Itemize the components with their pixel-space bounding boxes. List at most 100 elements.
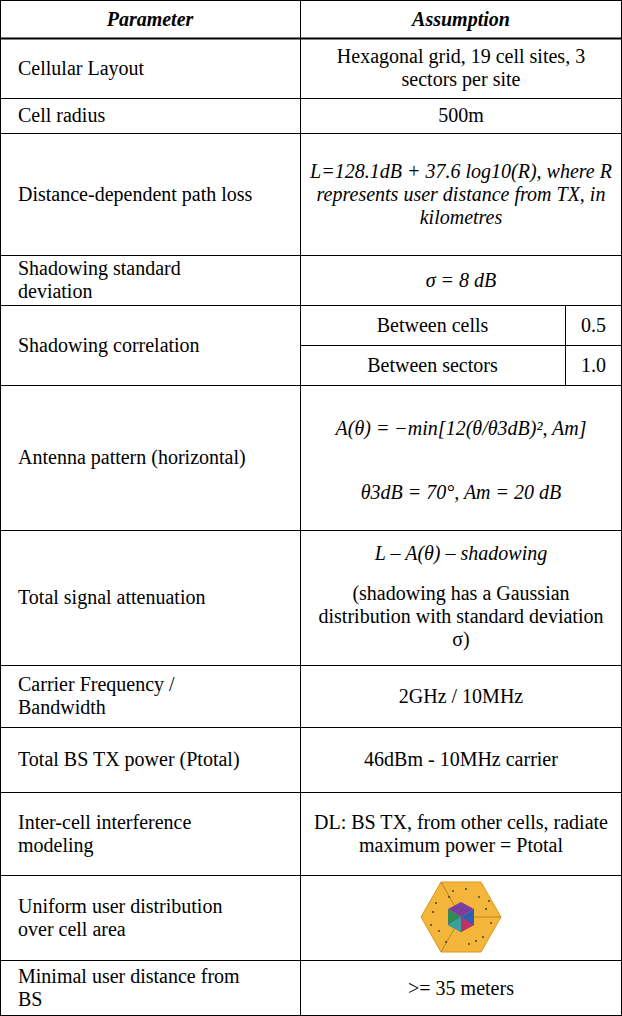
cell-text: Shadowing standard deviation — [18, 257, 258, 303]
cell-text: L – A(θ) – shadowing — [375, 542, 547, 565]
cell-text: (shadowing has a Gaussian distribution w… — [310, 582, 612, 651]
user-dot — [482, 936, 484, 938]
column-line — [300, 0, 301, 1016]
table-cell: Distance-dependent path loss — [0, 133, 300, 255]
row-line — [0, 305, 622, 306]
table-cell: L – A(θ) – shadowing — [300, 535, 622, 571]
cell-text: 1.0 — [581, 354, 606, 377]
cell-hexagon — [421, 882, 501, 952]
table-cell: Parameter — [0, 0, 300, 38]
user-dot — [490, 922, 492, 924]
user-dot — [448, 896, 450, 898]
column-header: Parameter — [107, 8, 194, 31]
table-cell: Uniform user distribution over cell area — [0, 875, 300, 960]
sector-lines — [441, 882, 501, 952]
table-cell: Total signal attenuation — [0, 530, 300, 665]
cell-text: >= 35 meters — [408, 977, 514, 1000]
cell-text: Uniform user distribution over cell area — [18, 895, 258, 941]
cell-text: Shadowing correlation — [18, 334, 200, 357]
table-cell: Hexagonal grid, 19 cell sites, 3 sectors… — [300, 38, 622, 98]
table-cell: 46dBm - 10MHz carrier — [300, 727, 622, 792]
row-line — [0, 960, 622, 961]
table-cell: L=128.1dB + 37.6 log10(R), where R repre… — [300, 133, 622, 255]
table-cell: >= 35 meters — [300, 960, 622, 1016]
cell-text: θ3dB = 70°, Am = 20 dB — [361, 481, 562, 504]
sector-blue — [448, 909, 474, 932]
table-cell: 0.5 — [565, 305, 622, 345]
row-line — [0, 255, 622, 256]
table-cell: A(θ) = −min[12(θ/θ3dB)², Am] — [300, 392, 622, 464]
table-cell: Total BS TX power (Ptotal) — [0, 727, 300, 792]
cell-text: Minimal user distance from BS — [18, 965, 258, 1011]
cell-text: 46dBm - 10MHz carrier — [364, 748, 558, 771]
table-cell: 500m — [300, 98, 622, 133]
row-line — [0, 727, 622, 728]
table-cell: σ = 8 dB — [300, 255, 622, 305]
cell-text: Between sectors — [367, 354, 498, 377]
user-dot — [468, 943, 470, 945]
user-dot — [465, 888, 467, 890]
row-line — [0, 98, 622, 99]
cell-text: Cell radius — [18, 104, 105, 127]
row-line — [0, 385, 622, 386]
cell-text: 2GHz / 10MHz — [399, 685, 523, 708]
cell-text: A(θ) = −min[12(θ/θ3dB)², Am] — [336, 417, 587, 440]
header-line — [0, 38, 622, 40]
sector-teal — [448, 917, 461, 932]
cell-text: Antenna pattern (horizontal) — [18, 446, 246, 469]
row-line — [0, 530, 622, 531]
column-header: Assumption — [412, 8, 510, 31]
sector-magenta — [461, 917, 474, 932]
subcolumn-line — [565, 305, 566, 385]
row-line — [0, 792, 622, 793]
table-cell: Assumption — [300, 0, 622, 38]
cell-text: Total BS TX power (Ptotal) — [18, 748, 240, 771]
user-dots — [430, 888, 492, 945]
user-dot — [452, 890, 454, 892]
user-dot — [478, 896, 480, 898]
cell-text: Hexagonal grid, 19 cell sites, 3 sectors… — [310, 45, 612, 91]
table-cell: Shadowing correlation — [0, 305, 300, 385]
row-line — [0, 133, 622, 134]
table-cell: 2GHz / 10MHz — [300, 665, 622, 727]
subrow-line — [300, 345, 622, 346]
user-dot — [430, 924, 432, 926]
table-cell: Minimal user distance from BS — [0, 960, 300, 1016]
cell-text: Total signal attenuation — [18, 586, 205, 609]
user-dot — [435, 902, 437, 904]
cell-text: σ = 8 dB — [426, 269, 497, 292]
user-dot — [438, 930, 440, 932]
table-cell: DL: BS TX, from other cells, radiate max… — [300, 792, 622, 875]
cell-text: Cellular Layout — [18, 57, 144, 80]
table-cell: θ3dB = 70°, Am = 20 dB — [300, 464, 622, 520]
user-dot — [485, 908, 487, 910]
table-cell: Between cells — [300, 305, 565, 345]
table-cell: Antenna pattern (horizontal) — [0, 385, 300, 530]
cell-text: 0.5 — [581, 314, 606, 337]
row-line — [0, 875, 622, 876]
cell-text: Between cells — [377, 314, 489, 337]
user-dot — [445, 941, 447, 943]
cell-text: Carrier Frequency / Bandwidth — [18, 673, 258, 719]
table-cell: Cell radius — [0, 98, 300, 133]
table-cell: Inter-cell interference modeling — [0, 792, 300, 875]
cell-text: DL: BS TX, from other cells, radiate max… — [310, 811, 612, 857]
cell-text: Distance-dependent path loss — [18, 183, 252, 206]
table-cell: Between sectors — [300, 345, 565, 385]
hexagon-cell-illustration — [421, 882, 501, 952]
user-dot — [488, 900, 490, 902]
cell-text: 500m — [438, 104, 484, 127]
table-cell: (shadowing has a Gaussian distribution w… — [300, 571, 622, 661]
user-dot — [475, 940, 477, 942]
table-cell: Shadowing standard deviation — [0, 255, 300, 305]
cell-text: L=128.1dB + 37.6 log10(R), where R repre… — [310, 160, 612, 229]
cell-text: Inter-cell interference modeling — [18, 811, 258, 857]
table-cell: Cellular Layout — [0, 38, 300, 98]
user-dot — [432, 911, 434, 913]
table-cell: Carrier Frequency / Bandwidth — [0, 665, 300, 727]
row-line — [0, 665, 622, 666]
